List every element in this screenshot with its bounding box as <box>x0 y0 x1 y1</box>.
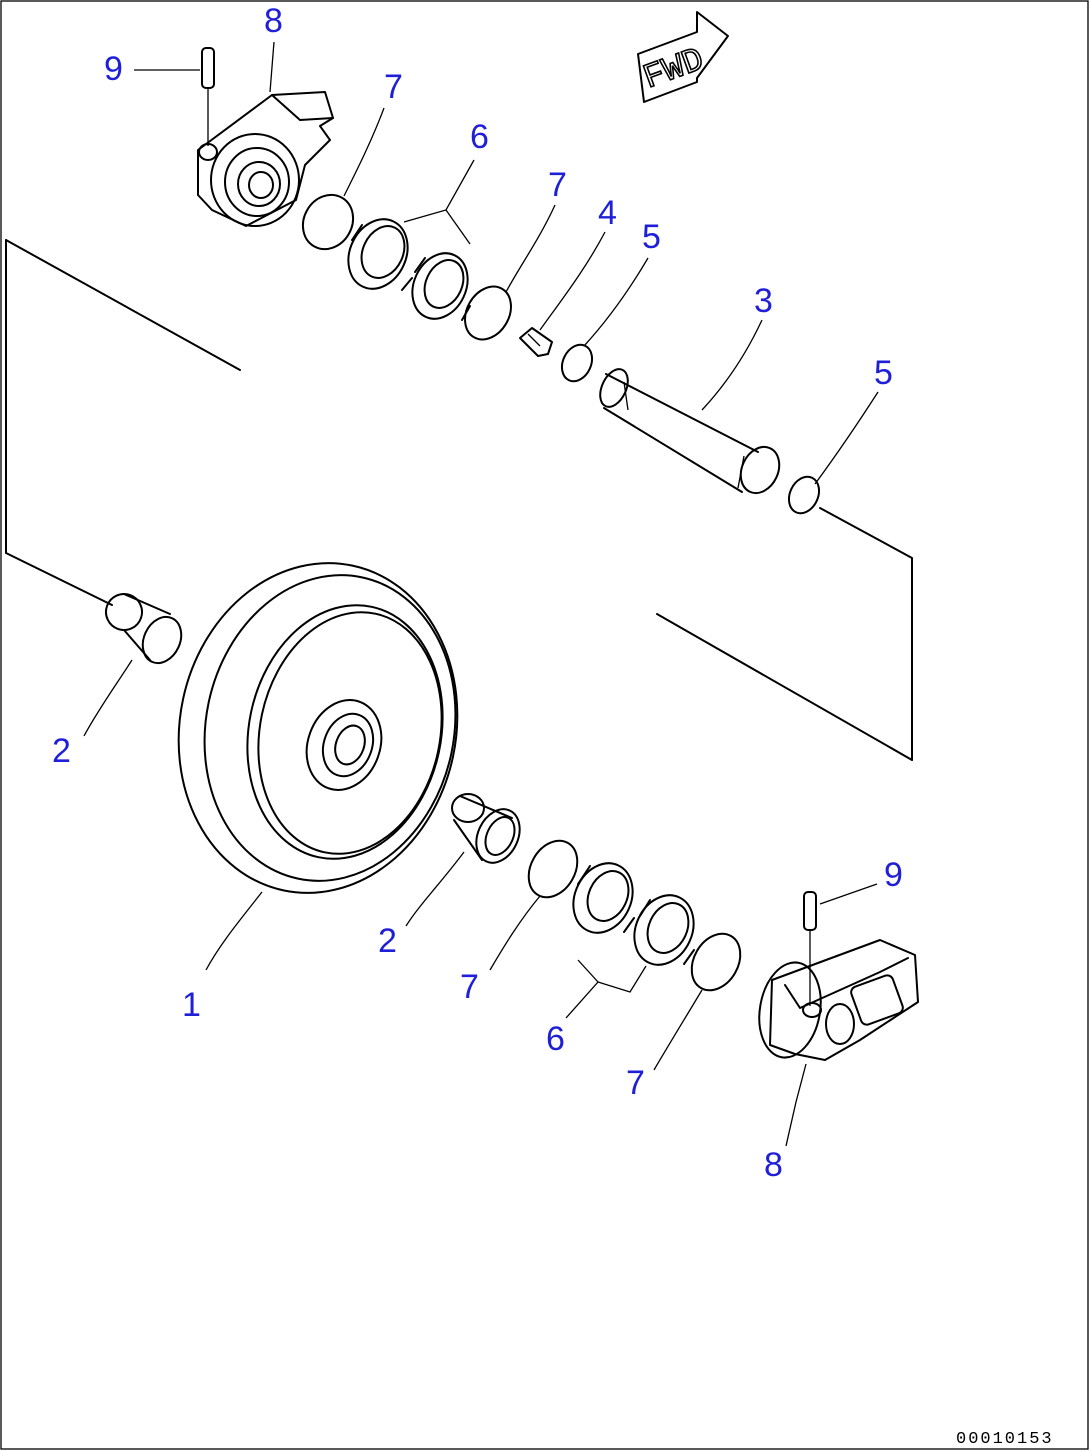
pin-bottom <box>803 891 817 1006</box>
callout-8-bottom: 8 <box>764 1146 783 1184</box>
callout-7-a: 7 <box>384 68 403 106</box>
callout-labels: 9 8 7 6 7 4 5 3 5 2 2 1 9 7 6 7 8 <box>52 2 903 1184</box>
callout-6-top: 6 <box>470 118 489 156</box>
callout-5-a: 5 <box>642 218 661 256</box>
callout-6-bottom: 6 <box>546 1020 565 1058</box>
shaft <box>599 368 781 495</box>
leader-lines <box>83 41 879 1147</box>
callout-9-bottom: 9 <box>884 856 903 894</box>
floating-seal-bottom <box>572 862 695 966</box>
plug <box>519 327 553 357</box>
callout-2-left: 2 <box>52 732 71 770</box>
assembly-frame-lines <box>5 239 913 761</box>
callout-8-top: 8 <box>264 2 283 40</box>
callout-7-d: 7 <box>626 1064 645 1102</box>
bushing-middle <box>451 793 521 864</box>
housing-top <box>197 91 334 227</box>
callout-7-b: 7 <box>548 166 567 204</box>
callout-3: 3 <box>754 282 773 320</box>
callout-4: 4 <box>598 194 617 232</box>
idler-wheel <box>177 562 459 894</box>
pin-top <box>201 47 215 146</box>
forward-arrow-icon: FWD <box>637 11 729 103</box>
o-ring-top-2 <box>464 285 512 341</box>
callout-5-b: 5 <box>874 354 893 392</box>
bushing-left <box>105 593 183 665</box>
o-ring-bottom-1 <box>527 839 579 899</box>
housing-bottom <box>758 939 919 1061</box>
drawing-number: 00010153 <box>956 1430 1054 1449</box>
o-ring-top-1 <box>301 193 355 251</box>
callout-2-middle: 2 <box>378 922 397 960</box>
o-ring-5-top <box>560 343 594 383</box>
callout-9-top: 9 <box>104 50 123 88</box>
callout-7-c: 7 <box>460 968 479 1006</box>
o-ring-bottom-2 <box>690 932 742 992</box>
o-ring-5-right <box>787 475 821 515</box>
callout-1: 1 <box>182 986 201 1024</box>
floating-seal-top <box>347 218 471 321</box>
